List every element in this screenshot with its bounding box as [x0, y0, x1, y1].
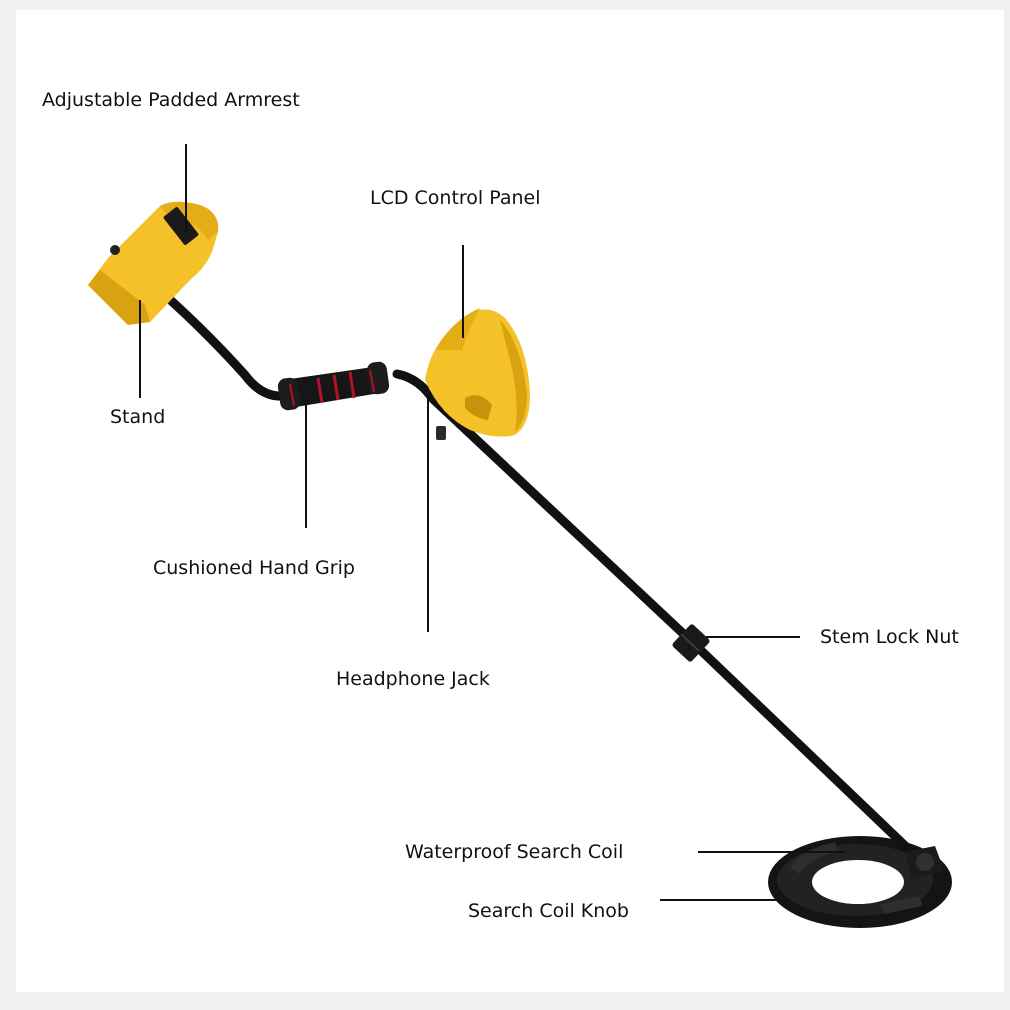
label-search-coil-knob: Search Coil Knob — [468, 900, 629, 922]
label-headphone-jack: Headphone Jack — [336, 668, 490, 690]
upper-shaft — [392, 369, 695, 645]
stem-lock-nut — [672, 624, 710, 662]
image-card — [16, 10, 1004, 992]
handle-shaft — [145, 277, 290, 401]
label-waterproof-search-coil: Waterproof Search Coil — [405, 841, 624, 863]
cushioned-hand-grip — [277, 361, 390, 411]
label-cushioned-hand-grip: Cushioned Hand Grip — [153, 557, 355, 579]
lower-shaft — [685, 635, 927, 867]
search-coil — [768, 836, 952, 928]
label-stem-lock-nut: Stem Lock Nut — [820, 626, 959, 648]
label-lcd-control-panel: LCD Control Panel — [370, 187, 541, 209]
headphone-jack-port — [436, 426, 446, 440]
label-adjustable-padded-armrest: Adjustable Padded Armrest — [42, 89, 300, 111]
adjustable-padded-armrest — [88, 201, 219, 325]
label-stand: Stand — [110, 406, 166, 428]
leader-lines — [139, 144, 845, 901]
lcd-control-box — [425, 308, 530, 440]
search-coil-knob — [905, 846, 944, 880]
